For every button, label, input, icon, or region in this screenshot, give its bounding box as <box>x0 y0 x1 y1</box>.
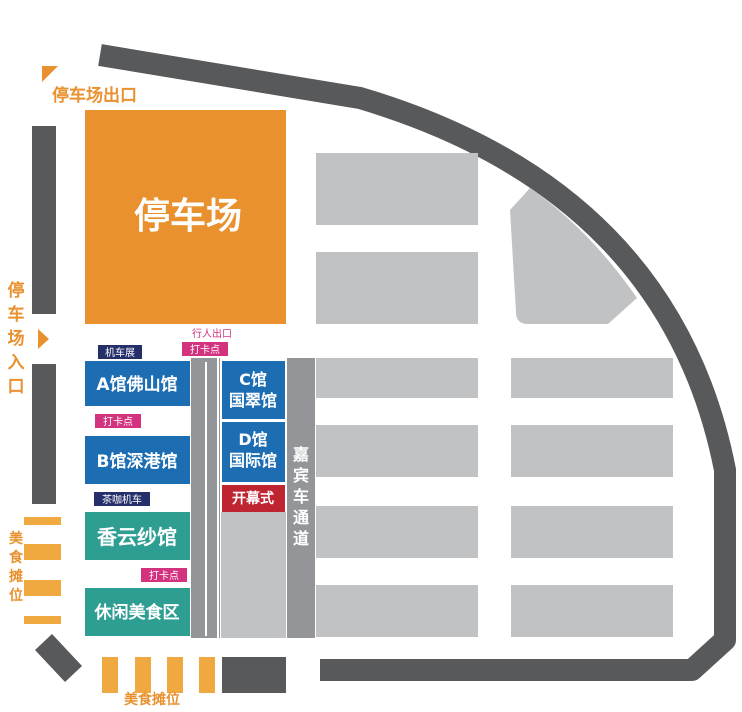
lane-char-3: 车 <box>293 487 309 506</box>
parking-entry-label: 停 车 场 入 口 <box>8 280 25 397</box>
hall-b[interactable] <box>85 436 190 484</box>
parking-entry-char-1: 停 <box>8 280 25 301</box>
bottom-road-block <box>222 657 286 693</box>
pedestrian-exit-label: 行人出口 <box>192 327 232 340</box>
parking-entry-char-4: 入 <box>8 353 25 373</box>
hall-b-label: B馆深港馆 <box>97 451 178 472</box>
bottom-stall-4[interactable] <box>199 657 215 693</box>
entry-arrow-icon <box>38 329 49 349</box>
left-road-lower <box>32 364 56 504</box>
outer-curved-road <box>98 44 736 681</box>
side-food-char-1: 美 <box>9 530 24 547</box>
lane-char-4: 通 <box>293 508 309 527</box>
hall-d-label-line2: 国际馆 <box>229 451 277 470</box>
opening-ceremony[interactable] <box>222 485 285 512</box>
parking-blocks <box>221 153 673 638</box>
gray-block-corner <box>510 188 637 324</box>
side-food-char-2: 食 <box>9 549 24 566</box>
hall-xiangyun[interactable] <box>85 512 190 560</box>
hall-c[interactable] <box>222 361 285 419</box>
opening-ceremony-label: 开幕式 <box>232 490 274 507</box>
exit-arrow-icon <box>42 66 58 82</box>
parking-entry-char-2: 车 <box>8 304 25 325</box>
gray-block-center-column <box>221 512 286 638</box>
bottom-stall-3[interactable] <box>167 657 183 693</box>
moto-show-label: 机车展 <box>105 346 135 359</box>
checkin-tag-1[interactable] <box>182 342 228 356</box>
side-stall-4[interactable] <box>24 616 61 624</box>
tea-moto-label: 茶咖机车 <box>102 493 142 506</box>
parking-entry-char-5: 口 <box>8 377 25 397</box>
hall-a[interactable] <box>85 361 190 406</box>
side-stall-3[interactable] <box>24 580 61 596</box>
guest-vehicle-lane <box>287 358 315 638</box>
hall-d[interactable] <box>222 422 285 482</box>
parking-lot[interactable] <box>85 110 286 324</box>
gray-block-row4-left <box>316 585 478 637</box>
hall-c-label-line1: C馆 <box>239 370 267 389</box>
side-food-stalls <box>24 517 61 624</box>
bottom-stall-2[interactable] <box>135 657 151 693</box>
leisure-food-label: 休闲美食区 <box>94 602 180 623</box>
parking-exit-label: 停车场出口 <box>52 85 137 106</box>
gray-block-row2-left <box>316 425 478 477</box>
parking-entry-char-3: 场 <box>8 329 25 349</box>
side-food-char-3: 摊 <box>9 568 23 585</box>
hall-xiangyun-label: 香云纱馆 <box>97 525 177 549</box>
leisure-food-area[interactable] <box>85 588 190 636</box>
curved-road <box>98 44 736 681</box>
side-food-stalls-label: 美 食 摊 位 <box>9 530 24 604</box>
side-stall-2[interactable] <box>24 544 61 560</box>
hall-c-label-line2: 国翠馆 <box>229 391 277 410</box>
corner-road-segment <box>35 634 82 682</box>
gray-block-row1-right <box>511 358 673 398</box>
checkin-tag-2[interactable] <box>95 414 141 428</box>
checkin-label-3: 打卡点 <box>149 569 179 582</box>
gray-block-row3-right <box>511 506 673 558</box>
gray-block-row3-left <box>316 506 478 558</box>
bottom-stall-1[interactable] <box>102 657 118 693</box>
moto-show-tag[interactable] <box>98 345 142 359</box>
bottom-food-stalls <box>102 657 215 693</box>
lane-char-1: 嘉 <box>292 445 309 464</box>
left-road-upper <box>32 126 56 314</box>
gray-block-row4-right <box>511 585 673 637</box>
hall-a-label: A馆佛山馆 <box>96 374 177 395</box>
gray-block-row1-left <box>316 358 478 398</box>
lane-char-2: 宾 <box>293 466 309 485</box>
gray-block-top-2 <box>316 252 478 324</box>
gray-block-top-1 <box>316 153 478 225</box>
checkin-label-1: 打卡点 <box>190 343 220 356</box>
checkin-tag-3[interactable] <box>141 568 187 582</box>
side-food-char-4: 位 <box>9 587 23 604</box>
bottom-food-stalls-label: 美食摊位 <box>124 691 180 708</box>
hall-d-label-line1: D馆 <box>238 430 267 449</box>
parking-lot-label: 停车场 <box>134 196 242 237</box>
gray-block-row2-right <box>511 425 673 477</box>
lane-char-5: 道 <box>293 529 309 548</box>
side-stall-1[interactable] <box>24 517 61 525</box>
tea-moto-tag[interactable] <box>94 492 150 506</box>
checkin-label-2: 打卡点 <box>103 415 133 428</box>
guest-vehicle-lane-label: 嘉 宾 车 通 道 <box>292 445 309 548</box>
